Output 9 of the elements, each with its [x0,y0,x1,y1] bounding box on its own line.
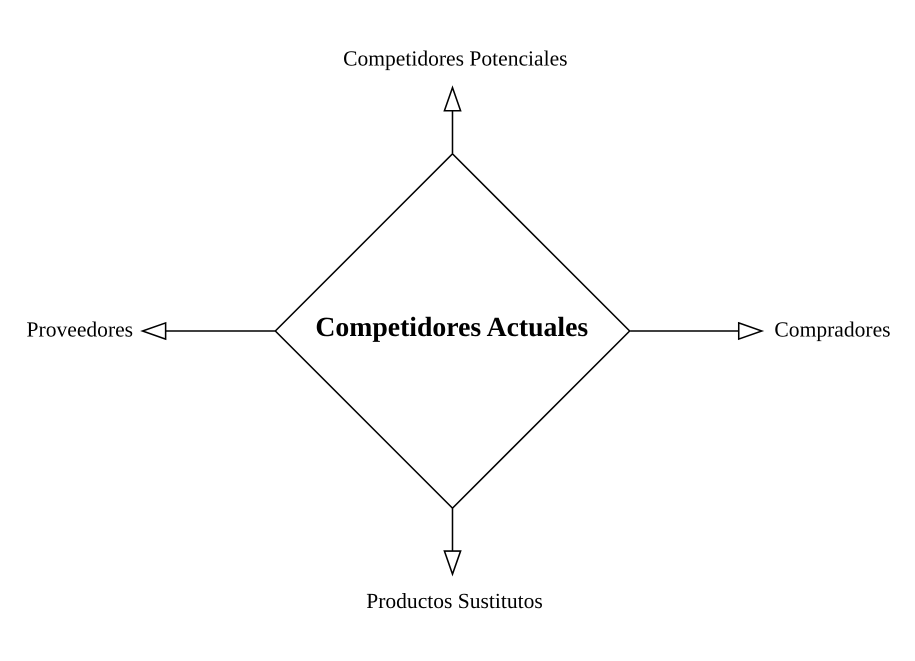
node-text: Compradores [774,317,891,342]
node-diamond: Competidores Actuales [274,152,631,509]
arrow [443,508,462,576]
arrow [630,321,764,340]
node-text: Productos Sustitutos [366,588,543,612]
node-text: Competidores Potenciales [343,46,568,70]
arrow [140,321,276,340]
node-text: Proveedores [26,317,134,342]
arrow [443,84,462,153]
